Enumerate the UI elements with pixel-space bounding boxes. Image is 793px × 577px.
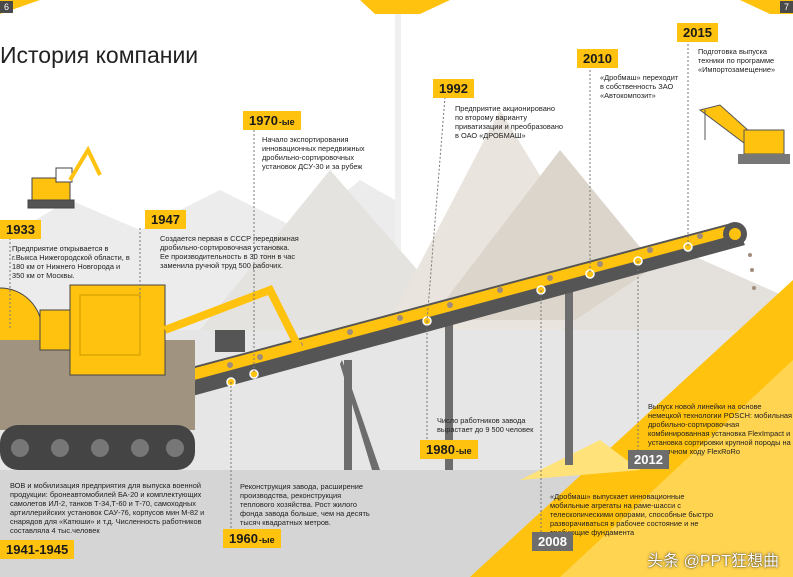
crusher-machine-illustration (0, 284, 304, 470)
milestone-2012-badge: 2012 (628, 450, 669, 469)
milestone-year: 1980 (426, 442, 455, 457)
milestone-year: 2015 (683, 25, 712, 40)
milestone-2015-text: Подготовка выпуска техники по программе … (698, 47, 776, 74)
milestone-year: 2012 (634, 452, 663, 467)
crane-illustration (698, 104, 790, 164)
milestone-suffix: -ые (278, 117, 295, 127)
milestone-1933-badge: 1933 (0, 220, 41, 239)
milestone-year: 2010 (583, 51, 612, 66)
milestone-1941-1945-text: ВОВ и мобилизация предприятия для выпуск… (10, 481, 205, 535)
mountain-right (560, 250, 793, 350)
milestone-2008-text: «Дробмаш» выпускает инновационные мобиль… (550, 492, 714, 537)
milestone-2015-badge: 2015 (677, 23, 718, 42)
milestone-2010-badge: 2010 (577, 49, 618, 68)
milestone-year: 1947 (151, 212, 180, 227)
milestone-2012-text: Выпуск новой линейки на основе немецкой … (648, 402, 793, 456)
milestone-1960s-text: Реконструкция завода, расширение произво… (240, 482, 370, 527)
milestone-1992-text: Предприятие акционировано по второму вар… (455, 104, 564, 140)
excavator-illustration (27, 145, 102, 209)
milestone-suffix: -ые (258, 535, 275, 545)
conveyor-belt (180, 222, 756, 398)
milestone-1960s-badge: 1960-ые (223, 529, 281, 548)
milestone-1980s-badge: 1980-ые (420, 440, 478, 459)
milestone-year: 1960 (229, 531, 258, 546)
milestone-year: 1992 (439, 81, 468, 96)
milestone-year: 2008 (538, 534, 567, 549)
milestone-2008-badge: 2008 (532, 532, 573, 551)
milestone-1970s-text: Начало экспортирования инновационных пер… (262, 135, 365, 171)
page-title: История компании (0, 42, 199, 68)
watermark: 头条 @PPT狂想曲 (647, 553, 779, 570)
milestone-1941-1945-badge: 1941-1945 (0, 540, 75, 559)
milestone-year: 1941-1945 (6, 542, 69, 557)
milestone-1947-badge: 1947 (145, 210, 186, 229)
milestone-1970s-badge: 1970-ые (243, 111, 301, 130)
milestone-1980s-text: Число работников завода вырастает до 9 5… (437, 416, 534, 434)
right-page-number: 7 (779, 1, 793, 13)
milestone-1933-text: Предприятие открывается в г.Выкса Нижего… (12, 244, 130, 280)
milestone-2010-text: «Дробмаш» переходит в собственность ЗАО … (600, 73, 679, 100)
left-page-number: 6 (0, 1, 14, 13)
milestone-year: 1970 (249, 113, 278, 128)
milestone-year: 1933 (6, 222, 35, 237)
milestone-suffix: -ые (455, 446, 472, 456)
milestone-1992-badge: 1992 (433, 79, 474, 98)
mountain-peak-3 (430, 150, 700, 320)
milestone-1947-text: Создается первая в СССР передвижная дроб… (160, 234, 299, 270)
